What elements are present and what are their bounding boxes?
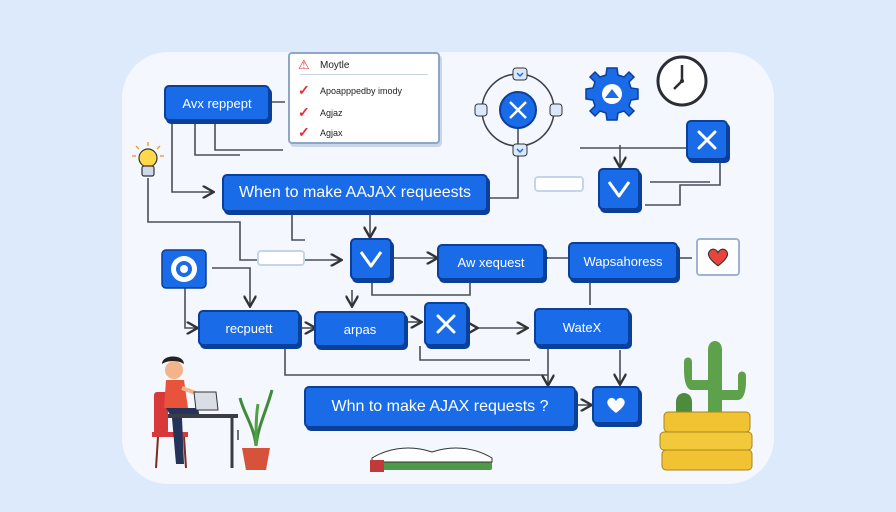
card-title: Moytle — [320, 60, 350, 71]
heart-icon — [607, 397, 625, 413]
check-icon: ✓ — [298, 104, 310, 120]
clock-icon — [656, 55, 708, 107]
check-icon: ✓ — [298, 82, 310, 98]
plant-icon — [238, 389, 274, 470]
node-recpuett[interactable]: recpuett — [198, 310, 300, 346]
empty-input-pill — [534, 176, 584, 192]
close-icon — [436, 314, 456, 334]
node-aw-request[interactable]: Aw xequest — [437, 244, 545, 280]
close-node-middle[interactable] — [424, 302, 468, 346]
close-icon — [697, 130, 717, 150]
person-with-laptop-icon — [152, 356, 238, 469]
checklist-item: ✓ Agjaz — [298, 104, 343, 120]
heart-icon — [707, 248, 729, 267]
node-avx-reppept[interactable]: Avx reppept — [164, 85, 270, 121]
network-hub-icon — [474, 67, 563, 157]
checklist-item: ✓ Agjax — [298, 124, 343, 140]
empty-input-pill — [257, 250, 305, 266]
target-icon — [161, 249, 207, 289]
book-icon — [370, 447, 493, 472]
close-node-upper[interactable] — [686, 120, 728, 160]
node-arpas[interactable]: arpas — [314, 311, 406, 347]
lightbulb-icon — [132, 142, 164, 177]
node-watex[interactable]: WateX — [534, 308, 630, 346]
check-icon — [359, 251, 383, 268]
cactus-icon — [659, 341, 753, 471]
gear-icon — [585, 67, 639, 121]
check-node[interactable] — [350, 238, 392, 280]
heart-node[interactable] — [592, 386, 640, 424]
checklist-card: ⚠ Moytle ✓ Apoapppedby imody ✓ Agjaz ✓ A… — [288, 52, 440, 144]
warning-icon: ⚠ — [298, 57, 310, 72]
check-icon: ✓ — [298, 124, 310, 140]
check-icon — [607, 181, 631, 198]
heart-card — [696, 238, 740, 276]
node-wapsahoress[interactable]: Wapsahoress — [568, 242, 678, 280]
checklist-item: ✓ Apoapppedby imody — [298, 82, 403, 98]
node-bottom-question[interactable]: Whn to make AJAX requests ? — [304, 386, 576, 428]
check-node-upper[interactable] — [598, 168, 640, 210]
node-main-title[interactable]: When to make AAJAX requeests — [222, 174, 488, 212]
